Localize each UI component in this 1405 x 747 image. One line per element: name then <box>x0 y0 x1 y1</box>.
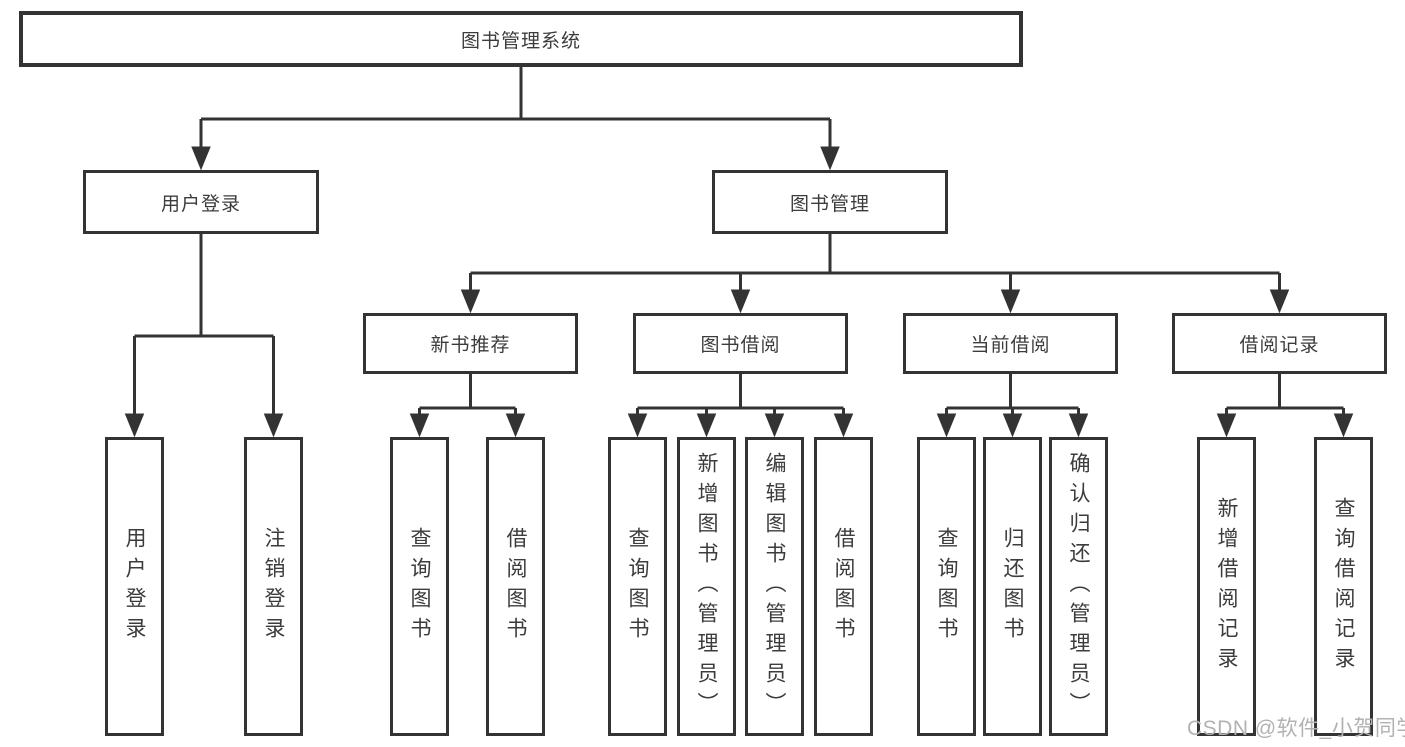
leaf-borrow-books-recommend: 借阅图书 <box>486 437 545 736</box>
node-borrowing-records: 借阅记录 <box>1172 313 1387 374</box>
arrowhead-icon <box>764 413 785 438</box>
connector-records-to-leaves <box>1216 374 1354 438</box>
node-label: 查询图书 <box>626 526 649 647</box>
node-current-borrowing: 当前借阅 <box>903 313 1118 374</box>
node-label: 用户登录 <box>123 526 146 647</box>
connector-management-to-level3 <box>460 234 1290 314</box>
arrowhead-icon <box>627 413 648 438</box>
node-label: 借阅图书 <box>832 526 855 647</box>
leaf-query-books-recommend: 查询图书 <box>390 437 449 736</box>
arrowhead-icon <box>1068 413 1089 438</box>
arrowhead-icon <box>1269 289 1290 314</box>
node-label: 借阅图书 <box>504 526 527 647</box>
node-label: 查询图书 <box>408 526 431 647</box>
node-label: 用户登录 <box>160 193 241 215</box>
leaf-query-borrow-record: 查询借阅记录 <box>1314 437 1373 736</box>
leaf-query-books-borrow: 查询图书 <box>608 437 667 736</box>
arrowhead-icon <box>505 413 526 438</box>
arrowhead-icon <box>1000 289 1021 314</box>
leaf-logout: 注销登录 <box>244 437 303 736</box>
node-label: 归还图书 <box>1001 526 1024 647</box>
node-label: 借阅记录 <box>1239 335 1320 356</box>
arrowhead-icon <box>1216 413 1237 438</box>
connector-recommend-to-leaves <box>409 374 526 438</box>
node-label: 图书借阅 <box>700 335 781 356</box>
arrowhead-icon <box>263 413 284 438</box>
leaf-return-book: 归还图书 <box>983 437 1042 736</box>
connector-current-to-leaves <box>936 374 1089 438</box>
node-label: 图书管理 <box>789 193 870 215</box>
leaf-add-book-admin: 新增图书（管理员） <box>677 437 736 736</box>
arrowhead-icon <box>696 413 717 438</box>
arrowhead-icon <box>1333 413 1354 438</box>
node-book-management: 图书管理 <box>712 170 948 234</box>
arrowhead-icon <box>833 413 854 438</box>
arrowhead-icon <box>730 289 751 314</box>
arrowhead-icon <box>460 289 481 314</box>
node-new-book-recommend: 新书推荐 <box>363 313 578 374</box>
leaf-borrow-books: 借阅图书 <box>814 437 873 736</box>
arrowhead-icon <box>124 413 145 438</box>
node-label: 查询图书 <box>935 526 958 647</box>
node-label: 查询借阅记录 <box>1332 496 1355 677</box>
leaf-edit-book-admin: 编辑图书（管理员） <box>745 437 804 736</box>
node-label: 新书推荐 <box>430 335 511 356</box>
leaf-confirm-return-admin: 确认归还（管理员） <box>1049 437 1108 736</box>
node-label: 图书管理系统 <box>460 30 581 52</box>
leaf-query-books-current: 查询图书 <box>917 437 976 736</box>
node-label: 新增图书（管理员） <box>695 451 718 722</box>
arrowhead-icon <box>409 413 430 438</box>
arrowhead-icon <box>1002 413 1023 438</box>
connector-root-to-level2 <box>191 67 840 171</box>
watermark: CSDN @软件_小贺同学 <box>1187 717 1405 740</box>
node-label: 当前借阅 <box>970 335 1051 356</box>
arrowhead-icon <box>191 146 211 171</box>
node-user-login: 用户登录 <box>83 170 319 234</box>
node-library-management-system: 图书管理系统 <box>19 11 1023 67</box>
node-book-borrowing: 图书借阅 <box>633 313 848 374</box>
leaf-user-login: 用户登录 <box>105 437 164 736</box>
node-label: 新增借阅记录 <box>1215 496 1238 677</box>
leaf-add-borrow-record: 新增借阅记录 <box>1197 437 1256 736</box>
node-label: 注销登录 <box>262 526 285 647</box>
node-label: 确认归还（管理员） <box>1067 451 1090 722</box>
arrowhead-icon <box>936 413 957 438</box>
connector-borrow-to-leaves <box>627 374 854 438</box>
arrowhead-icon <box>820 146 840 171</box>
node-label: 编辑图书（管理员） <box>763 451 786 722</box>
connector-login-to-leaves <box>124 234 284 438</box>
